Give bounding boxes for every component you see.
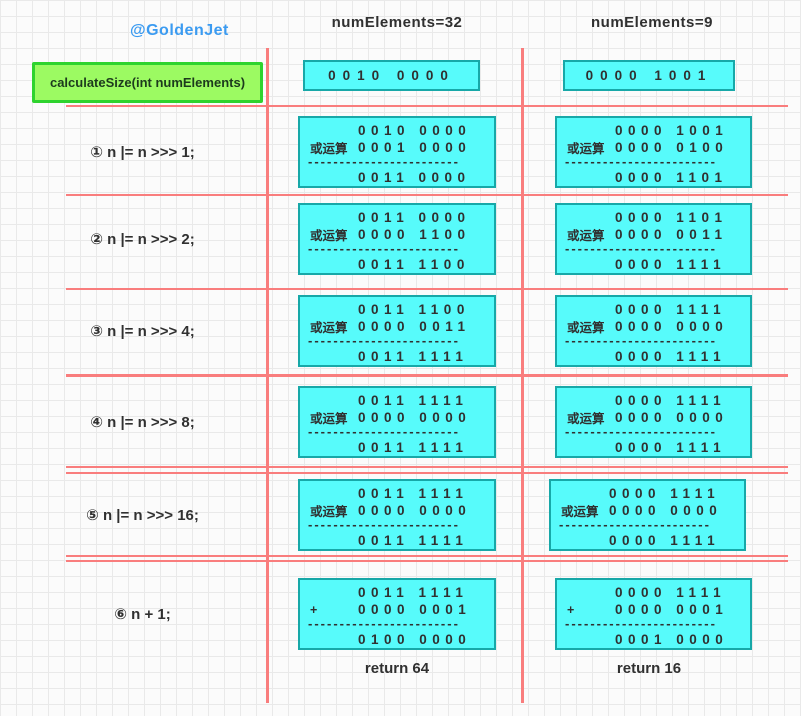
or-operator-label: 或运算 [567, 321, 605, 335]
binary-result: 0000 1111 [615, 257, 727, 272]
binary-operand-b: 0000 0100 [615, 140, 729, 155]
binary-operand-b: 0000 0001 [358, 602, 472, 617]
plus-operator-label: + [567, 602, 575, 617]
binary-operand-b: 0000 1100 [358, 227, 471, 242]
divider-dashes: ------------------------ [565, 156, 717, 169]
binary-operand-a: 0000 1111 [615, 393, 727, 408]
divider-dashes: ------------------------ [308, 156, 460, 169]
column-header-numelements-32: numElements=32 [331, 14, 463, 31]
row-separator-line [66, 472, 788, 474]
row-separator-line [66, 466, 788, 468]
step-label-5: ⑤ n |= n >>> 16; [86, 507, 199, 524]
initial-binary-box-col1: 0010 0000 [303, 60, 480, 91]
step-label-3: ③ n |= n >>> 4; [90, 323, 195, 340]
binary-operand-a: 0011 0000 [358, 210, 471, 225]
divider-dashes: ------------------------ [308, 618, 460, 631]
or-operator-label: 或运算 [310, 229, 348, 243]
return-value-col1: return 64 [364, 660, 430, 677]
binary-operand-a: 0011 1111 [358, 393, 469, 408]
or-operator-label: 或运算 [567, 142, 605, 156]
row-separator-line [66, 105, 788, 107]
divider-dashes: ------------------------ [565, 426, 717, 439]
divider-dashes: ------------------------ [308, 243, 460, 256]
calc-box-row2-col1: 0011 0000 或运算 0000 1100 -----------------… [298, 203, 496, 275]
step-label-2: ② n |= n >>> 2; [90, 231, 195, 248]
column-header-numelements-9: numElements=9 [591, 14, 713, 31]
divider-dashes: ------------------------ [308, 426, 460, 439]
binary-operand-b: 0000 0011 [358, 319, 471, 334]
binary-result: 0011 1111 [358, 533, 469, 548]
divider-dashes: ------------------------ [308, 335, 460, 348]
binary-operand-a: 0000 1111 [615, 585, 727, 600]
step-label-1: ① n |= n >>> 1; [90, 144, 195, 161]
binary-result: 0001 0000 [615, 632, 729, 647]
calc-box-row3-col1: 0011 1100 或运算 0000 0011 -----------------… [298, 295, 496, 367]
calc-box-row5-col2: 0000 1111 或运算 0000 0000 -----------------… [549, 479, 746, 551]
or-operator-label: 或运算 [567, 412, 605, 426]
return-value-col2: return 16 [616, 660, 682, 677]
binary-operand-b: 0000 0000 [358, 410, 472, 425]
row-separator-line [66, 555, 788, 557]
binary-operand-a: 0000 1001 [615, 123, 729, 138]
divider-dashes: ------------------------ [565, 335, 717, 348]
calc-box-row3-col2: 0000 1111 或运算 0000 0000 -----------------… [555, 295, 752, 367]
binary-operand-a: 0000 1111 [615, 302, 727, 317]
divider-dashes: ------------------------ [559, 519, 711, 532]
calc-box-row4-col2: 0000 1111 或运算 0000 0000 -----------------… [555, 386, 752, 458]
or-operator-label: 或运算 [561, 505, 599, 519]
row-separator-line [66, 560, 788, 562]
binary-operand-a: 0000 1101 [615, 210, 728, 225]
divider-dashes: ------------------------ [308, 519, 460, 532]
binary-result: 0000 1111 [615, 440, 727, 455]
binary-result: 0000 1111 [609, 533, 721, 548]
or-operator-label: 或运算 [310, 412, 348, 426]
divider-dashes: ------------------------ [565, 243, 717, 256]
binary-operand-b: 0000 0000 [615, 410, 729, 425]
or-operator-label: 或运算 [310, 505, 348, 519]
or-operator-label: 或运算 [310, 321, 348, 335]
function-signature-box: calculateSize(int numElements) [32, 62, 263, 103]
row-separator-line [66, 194, 788, 196]
binary-operand-a: 0011 1111 [358, 486, 469, 501]
calc-box-row1-col1: 0010 0000 或运算 0001 0000 -----------------… [298, 116, 496, 188]
binary-operand-a: 0011 1100 [358, 302, 470, 317]
binary-result: 0011 0000 [358, 170, 471, 185]
author-handle: @GoldenJet [130, 22, 229, 39]
binary-result: 0100 0000 [358, 632, 472, 647]
calc-box-row4-col1: 0011 1111 或运算 0000 0000 -----------------… [298, 386, 496, 458]
binary-operand-b: 0001 0000 [358, 140, 472, 155]
divider-dashes: ------------------------ [565, 618, 717, 631]
calc-box-row2-col2: 0000 1101 或运算 0000 0011 -----------------… [555, 203, 752, 275]
calc-box-row1-col2: 0000 1001 或运算 0000 0100 -----------------… [555, 116, 752, 188]
calc-box-row5-col1: 0011 1111 或运算 0000 0000 -----------------… [298, 479, 496, 551]
binary-result: 0011 1111 [358, 440, 469, 455]
calc-box-row6-col1: 0011 1111 +0000 0001 -------------------… [298, 578, 496, 650]
function-signature-label: calculateSize(int numElements) [49, 75, 246, 90]
binary-operand-b: 0000 0000 [609, 503, 723, 518]
binary-operand-a: 0010 0000 [358, 123, 472, 138]
binary-result: 0000 1101 [615, 170, 728, 185]
row-separator-line [66, 374, 788, 377]
step-label-6: ⑥ n + 1; [114, 606, 171, 623]
row-separator-line [66, 288, 788, 290]
binary-operand-b: 0000 0000 [615, 319, 729, 334]
binary-result: 0000 1111 [615, 349, 727, 364]
plus-operator-label: + [310, 602, 318, 617]
binary-operand-b: 0000 0000 [358, 503, 472, 518]
or-operator-label: 或运算 [310, 142, 348, 156]
step-label-4: ④ n |= n >>> 8; [90, 414, 195, 431]
initial-binary-box-col2: 0000 1001 [563, 60, 735, 91]
calc-box-row6-col2: 0000 1111 +0000 0001 -------------------… [555, 578, 752, 650]
binary-operand-b: 0000 0011 [615, 227, 728, 242]
binary-result: 0011 1111 [358, 349, 469, 364]
binary-operand-b: 0000 0001 [615, 602, 729, 617]
binary-result: 0011 1100 [358, 257, 470, 272]
binary-operand-a: 0011 1111 [358, 585, 469, 600]
or-operator-label: 或运算 [567, 229, 605, 243]
binary-operand-a: 0000 1111 [609, 486, 721, 501]
